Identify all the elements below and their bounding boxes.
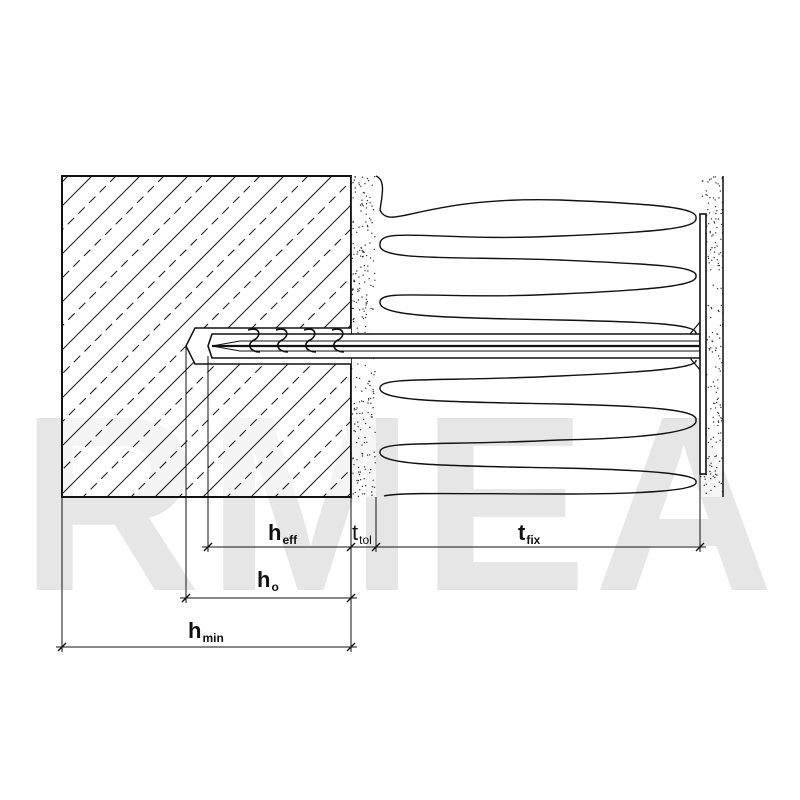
dimension-lines xyxy=(56,346,706,652)
tfix-label: tfix xyxy=(518,520,541,547)
dimension-ticks xyxy=(57,542,705,652)
h0-label: ho xyxy=(257,567,279,594)
hmin-label: hmin xyxy=(188,618,224,645)
ttol-label: ttol xyxy=(352,520,372,547)
insulation-wave xyxy=(375,175,697,497)
anchor-sleeve xyxy=(207,328,701,359)
heff-label: heff xyxy=(268,520,298,547)
anchor-plate xyxy=(689,213,707,475)
